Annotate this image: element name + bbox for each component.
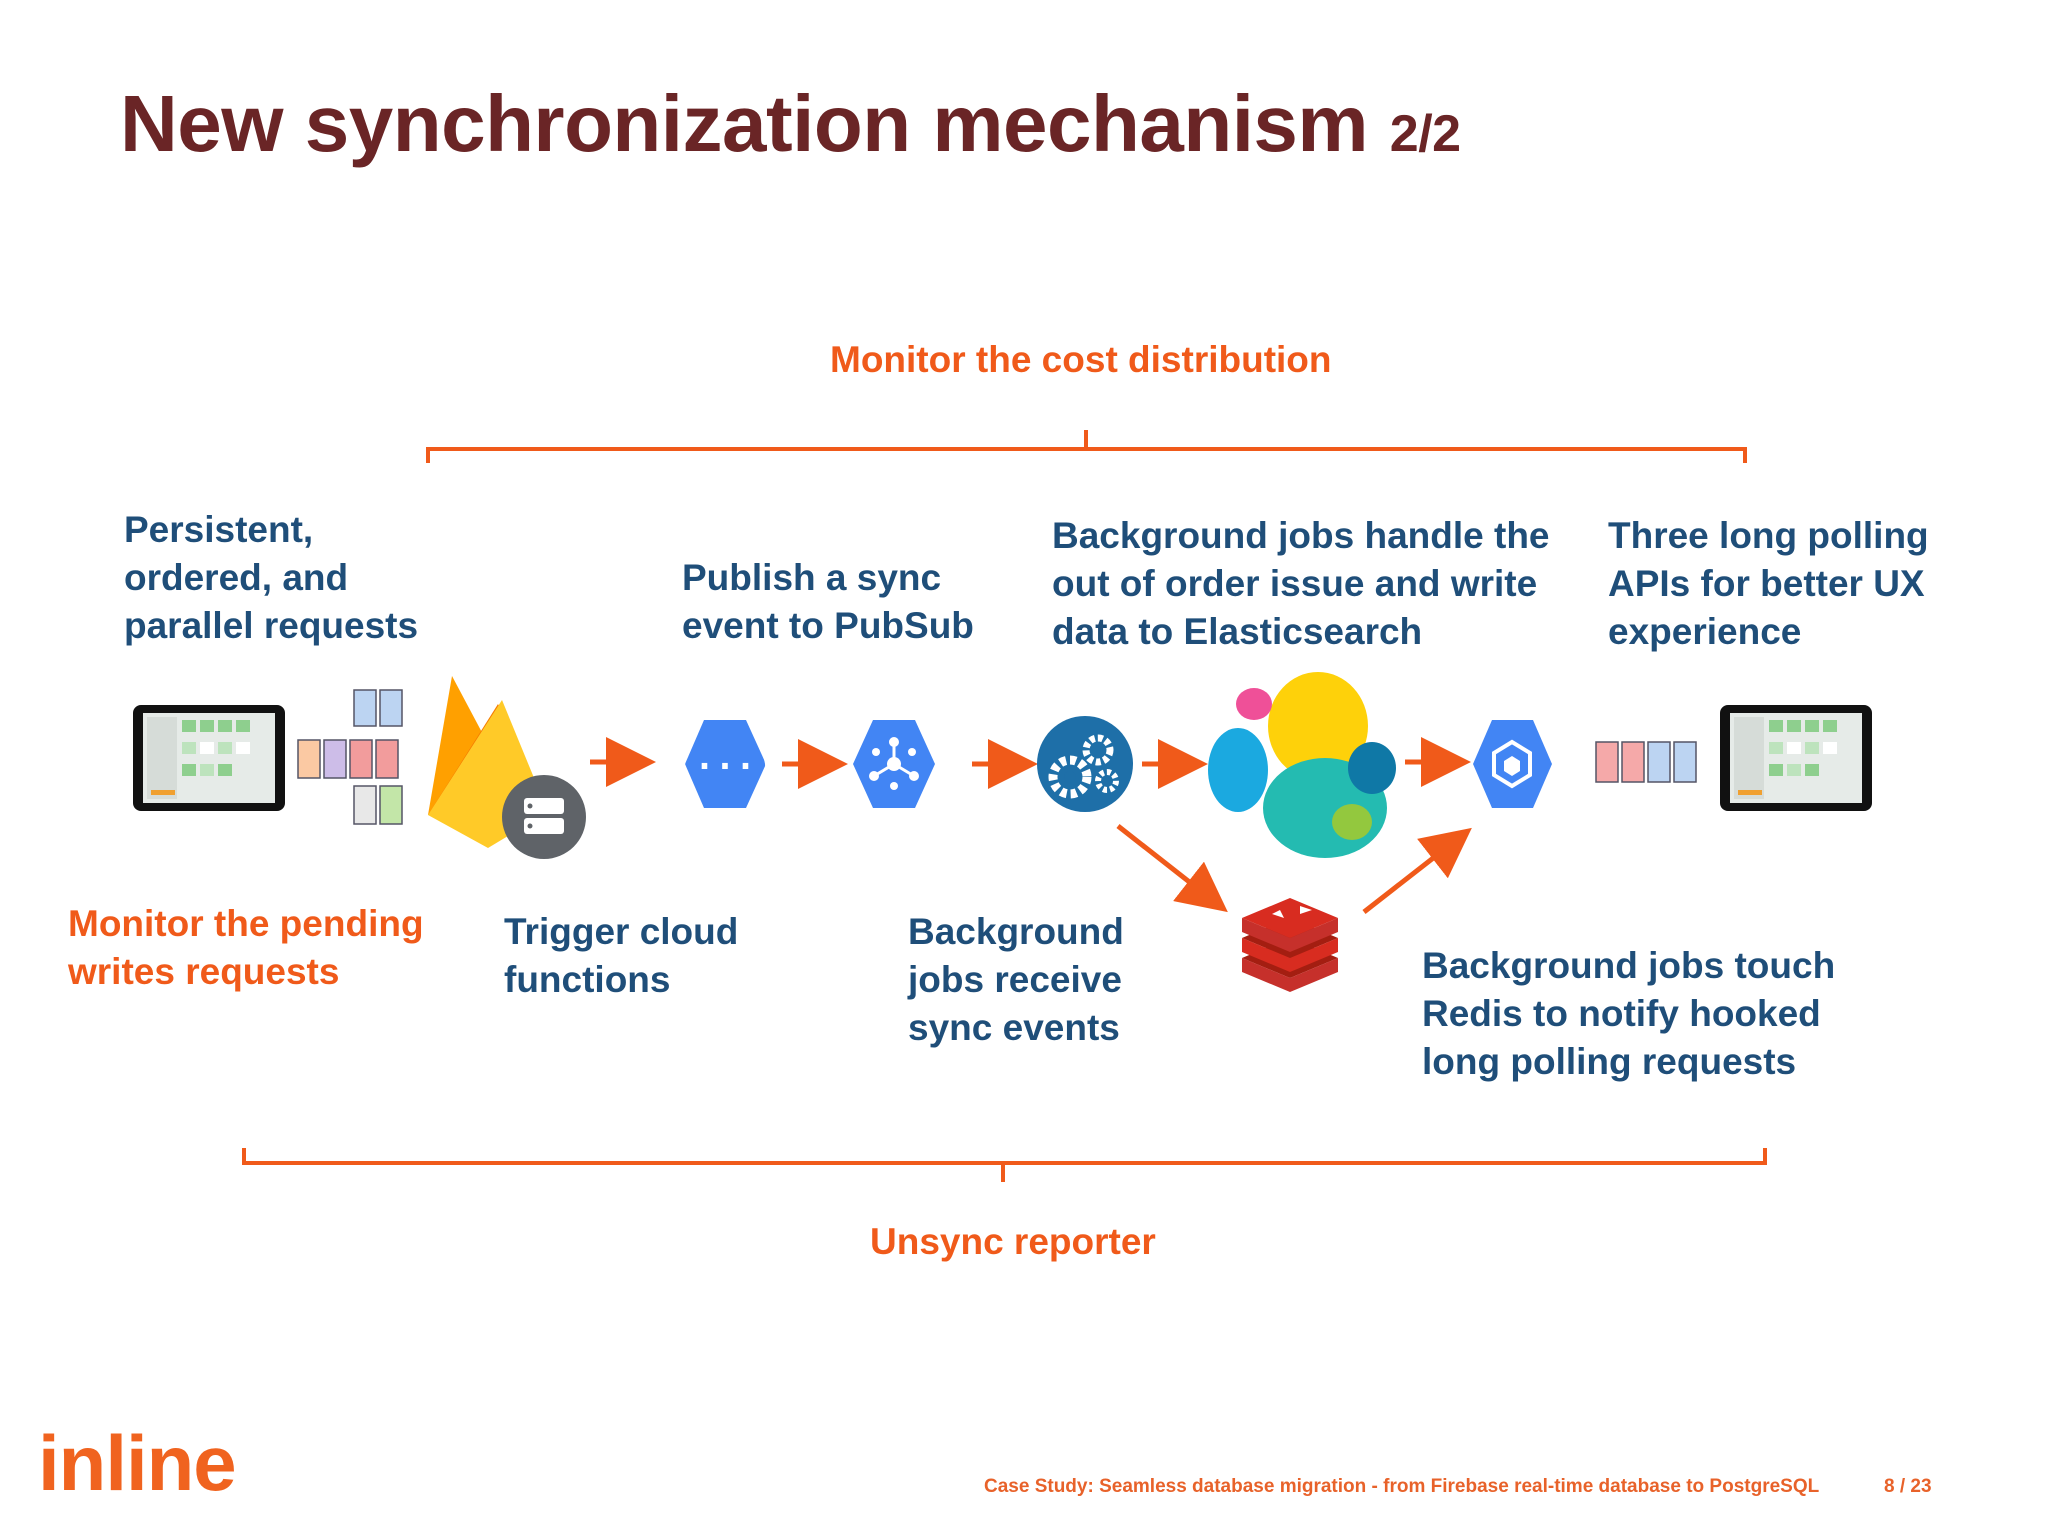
- label-long-polling: Three long polling APIs for better UX ex…: [1608, 515, 1929, 652]
- tablet-icon-right: [1720, 705, 1872, 811]
- title-sub: 2/2: [1389, 105, 1461, 163]
- bottom-brace: [242, 1148, 1767, 1182]
- request-blocks-left: [297, 689, 403, 825]
- label-bg-receive: Background jobs receive sync events: [908, 911, 1124, 1048]
- label-bg-handle: Background jobs handle the out of order …: [1052, 515, 1550, 652]
- response-blocks-right: [1595, 741, 1697, 783]
- page-title: New synchronization mechanism 2/2: [120, 78, 1461, 170]
- cloud-functions-icon: (···): [674, 720, 776, 808]
- svg-text:(···): (···): [674, 747, 776, 787]
- firebase-icon: [428, 676, 586, 859]
- title-main: New synchronization mechanism: [120, 79, 1369, 168]
- page-number: 8 / 23: [1884, 1476, 1932, 1497]
- footer-caption: Case Study: Seamless database migration …: [984, 1476, 1820, 1497]
- gears-icon: [1037, 716, 1133, 812]
- label-monitor-pending: Monitor the pending writes requests: [68, 903, 424, 992]
- elasticsearch-icon: [1208, 672, 1396, 858]
- label-trigger: Trigger cloud functions: [504, 911, 739, 1000]
- tablet-icon-left: [133, 705, 285, 811]
- label-persistent: Persistent, ordered, and parallel reques…: [124, 509, 419, 646]
- label-unsync-reporter: Unsync reporter: [870, 1221, 1156, 1262]
- app-engine-icon: [1473, 720, 1552, 808]
- pubsub-icon: [853, 720, 935, 808]
- label-publish: Publish a sync event to PubSub: [682, 557, 974, 646]
- label-monitor-cost: Monitor the cost distribution: [830, 339, 1332, 380]
- label-bg-touch: Background jobs touch Redis to notify ho…: [1422, 945, 1836, 1082]
- redis-icon: [1242, 898, 1338, 992]
- inline-logo: inline: [38, 1419, 237, 1507]
- top-brace: [426, 430, 1747, 463]
